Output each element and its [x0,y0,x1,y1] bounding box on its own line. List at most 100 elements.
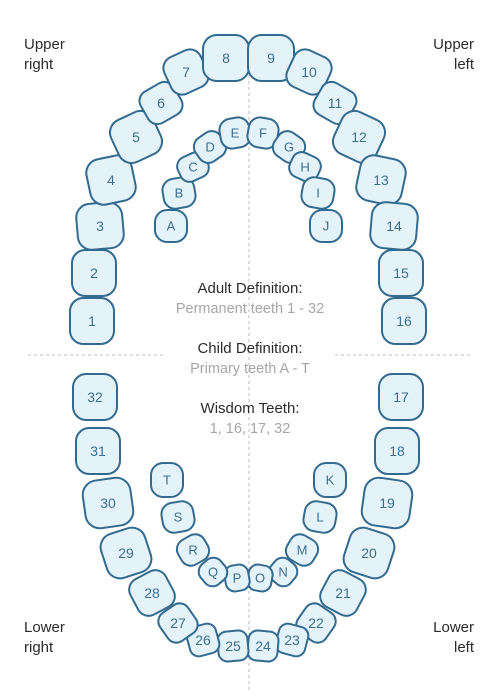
tooth-shape [319,569,367,617]
primary-tooth-a: A [154,209,188,243]
tooth-label: O [255,571,265,586]
tooth-shape [75,427,121,475]
quadrant-label-upper-right: Upper right [24,36,65,73]
quadrant-label-lower-right: Lower right [24,619,65,656]
primary-tooth-h: H [288,151,322,183]
tooth-label: 2 [90,265,98,281]
permanent-tooth-28: 28 [128,569,176,617]
tooth-shape [85,154,137,206]
tooth-label: G [284,140,294,155]
primary-tooth-i: I [300,176,336,210]
tooth-label: M [297,543,308,558]
tooth-shape [72,373,118,421]
permanent-tooth-5: 5 [108,109,164,165]
wisdom-teeth-title: Wisdom Teeth: [200,400,300,417]
permanent-tooth-17: 17 [378,373,424,421]
tooth-shape [378,249,424,297]
tooth-label: 5 [132,129,140,145]
permanent-tooth-16: 16 [381,297,427,345]
tooth-label: 17 [393,389,409,405]
tooth-label: 27 [170,615,186,631]
permanent-tooth-31: 31 [75,427,121,475]
tooth-shape [108,109,164,165]
tooth-shape [284,533,320,567]
primary-tooth-r: R [175,533,211,567]
primary-tooth-n: N [267,556,299,588]
tooth-label: 29 [118,545,134,561]
tooth-shape [69,297,115,345]
primary-tooth-l: L [302,500,338,534]
tooth-shape [300,176,336,210]
child-definition-value: Primary teeth A - T [190,361,310,377]
tooth-shape [302,500,338,534]
tooth-label: T [163,473,171,488]
tooth-label: I [316,186,320,201]
tooth-shape [285,48,333,96]
permanent-tooth-18: 18 [374,427,420,475]
primary-tooth-s: S [160,500,196,534]
tooth-label: 6 [157,95,165,111]
tooth-label: 19 [379,495,395,511]
primary-tooth-j: J [309,209,343,243]
tooth-shape [381,297,427,345]
tooth-shape [309,209,343,243]
tooth-label: R [188,543,197,558]
tooth-label: 24 [255,638,271,654]
tooth-shape [360,476,414,530]
primary-tooth-m: M [284,533,320,567]
permanent-tooth-30: 30 [81,476,135,530]
tooth-label: 31 [90,443,106,459]
tooth-shape [150,462,184,498]
tooth-label: 22 [308,615,324,631]
tooth-label: 11 [328,95,343,111]
tooth-label: K [326,473,335,488]
permanent-tooth-13: 13 [355,154,407,206]
tooth-label: 4 [107,172,115,188]
tooth-label: 14 [386,218,402,234]
permanent-tooth-12: 12 [331,109,387,165]
tooth-label: A [167,219,176,234]
adult-definition-value: Permanent teeth 1 - 32 [175,301,325,317]
tooth-label: 8 [222,50,230,66]
tooth-shape [374,427,420,475]
tooth-label: 23 [284,632,300,648]
tooth-label: 32 [87,389,103,405]
quadrant-label-upper-left: Upper left [433,36,474,73]
permanent-tooth-1: 1 [69,297,115,345]
child-definition-title: Child Definition: [197,340,303,357]
tooth-label: 15 [393,265,409,281]
permanent-tooth-15: 15 [378,249,424,297]
permanent-tooth-4: 4 [85,154,137,206]
permanent-tooth-25: 25 [216,629,250,663]
tooth-shape [288,151,322,183]
tooth-label: S [174,510,183,525]
tooth-shape [197,556,229,588]
tooth-label: H [300,160,309,175]
tooth-shape [128,569,176,617]
tooth-label: 7 [182,64,190,80]
wisdom-teeth-value: 1, 16, 17, 32 [209,421,291,437]
permanent-tooth-24: 24 [246,629,280,663]
tooth-shape [223,563,251,593]
permanent-tooth-32: 32 [72,373,118,421]
tooth-label: P [233,571,242,586]
tooth-shape [154,209,188,243]
primary-tooth-q: Q [197,556,229,588]
tooth-label: B [175,186,184,201]
primary-tooth-b: B [161,176,197,210]
tooth-label: N [278,565,287,580]
tooth-label: 9 [267,50,275,66]
tooth-shape [160,500,196,534]
tooth-shape [378,373,424,421]
tooth-shape [161,176,197,210]
permanent-tooth-14: 14 [369,201,419,251]
tooth-label: 3 [96,218,104,234]
wisdom-teeth-definition: Wisdom Teeth: 1, 16, 17, 32 [100,399,400,439]
tooth-label: 10 [301,64,317,80]
tooth-label: E [231,126,240,141]
permanent-tooth-21: 21 [319,569,367,617]
adult-definition: Adult Definition: Permanent teeth 1 - 32 [100,279,400,319]
tooth-shape [313,462,347,498]
